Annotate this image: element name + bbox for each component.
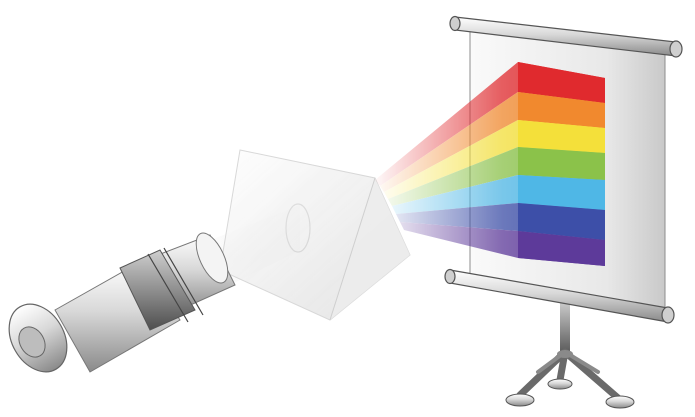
projected-spectrum [518,62,605,266]
roller-cap-right [670,41,682,57]
tripod-foot-left [506,394,534,406]
tripod-hub [557,350,573,358]
bar-cap-left [445,270,455,284]
tripod-stand [506,300,634,408]
roller-cap-left [450,17,460,31]
bar-cap-right [662,307,674,323]
tripod-foot-right [606,396,634,408]
light-source-tube [0,228,235,382]
tripod-foot-back [548,379,572,389]
